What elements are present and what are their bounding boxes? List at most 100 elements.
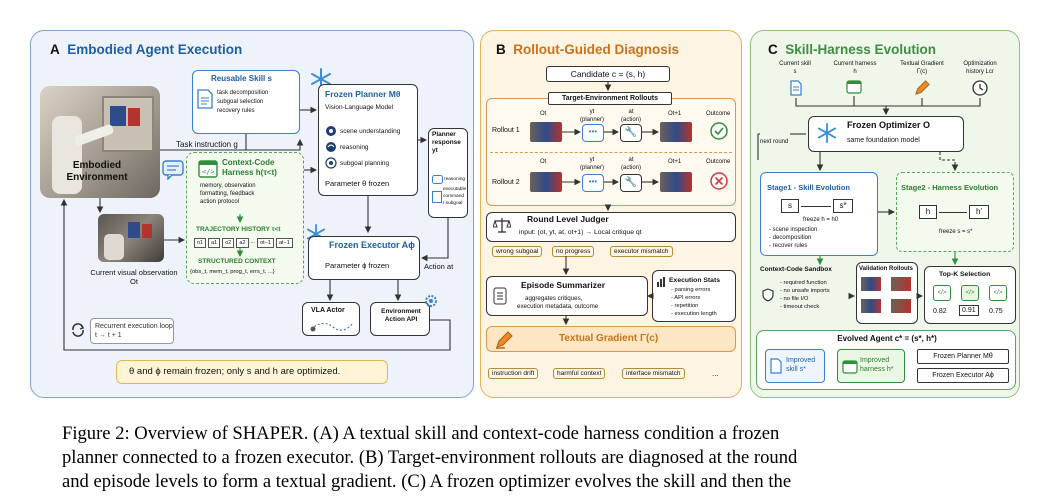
col-yt: yt(planner): [579, 157, 604, 171]
topk-candidate: </>: [933, 285, 951, 301]
history-cell: o1: [194, 238, 207, 248]
action-label: Action at: [424, 262, 454, 271]
scales-icon: [493, 218, 511, 233]
chat-icon: [432, 175, 443, 184]
structured-context-label: STRUCTURED CONTEXT: [198, 258, 276, 265]
panel-a-footer-text: θ and ϕ remain frozen; only s and h are …: [129, 366, 341, 377]
brain-icon: [326, 142, 336, 152]
code-window-icon: [842, 360, 858, 374]
candidate-box: Candidate c = (s, h): [546, 66, 670, 82]
stage1-box: Stage1 - Skill Evolution s s* freeze h =…: [760, 172, 878, 256]
gear-icon: [425, 295, 437, 307]
wrench-icon: 🔧: [620, 174, 642, 192]
frozen-optimizer-subtitle: same foundation model: [847, 137, 920, 144]
topk-candidate: </>: [989, 285, 1007, 301]
shield-icon: [762, 288, 774, 302]
harness-line: memory, observation: [200, 183, 256, 189]
panel-c-title: C Skill-Harness Evolution: [768, 42, 937, 57]
recurrent-label: Recurrent execution loop t → t + 1: [95, 323, 173, 339]
structured-context-value: {obs_t, mem_t, prog_t, errs_t, ...}: [190, 269, 275, 275]
execution-stats-box: Execution Stats - parsing errors - API e…: [652, 270, 736, 322]
textual-gradient-label: Textual Gradient Γ(c): [559, 333, 659, 344]
sandbox-line: - no file I/O: [780, 296, 809, 302]
validation-frame: [861, 299, 881, 313]
frozen-planner-subtitle: Vision-Language Model: [325, 104, 394, 111]
rollouts-title-box: Target-Environment Rollouts: [548, 92, 672, 105]
summarizer-title: Episode Summarizer: [521, 280, 606, 290]
planner-response-line: command: [443, 194, 465, 199]
eye-icon: [326, 126, 336, 136]
current-observation-label: Current visual observation Ot: [90, 268, 178, 286]
reusable-skill-title: Reusable Skill s: [211, 74, 272, 83]
history-cell: ...: [250, 239, 256, 245]
check-circle-icon: [710, 122, 728, 140]
frozen-planner-title: Frozen Planner Mθ: [325, 89, 401, 99]
frozen-executor-title: Frozen Executor Aϕ: [329, 240, 415, 250]
validation-title: Validation Rollouts: [859, 266, 914, 272]
loop-icon: [72, 323, 85, 337]
env-api-box: Environment Action API: [370, 302, 430, 336]
reusable-skill-line: recovery rules: [217, 108, 255, 114]
snowflake-icon: [817, 123, 837, 143]
stage2-title: Stage2 - Harness Evolution: [901, 183, 999, 192]
target-icon: [325, 157, 337, 169]
topk-score: 0.82: [933, 308, 947, 315]
evolved-agent-box: Evolved Agent c* = (s*, h*) Improved ski…: [756, 330, 1016, 390]
panel-a-footer: θ and ϕ remain frozen; only s and h are …: [116, 360, 388, 384]
stage1-line: - recover rules: [769, 243, 808, 249]
validation-box: Validation Rollouts: [856, 262, 918, 324]
svg-text:</>: </>: [202, 168, 215, 176]
task-instruction-label: Task instruction g: [176, 140, 238, 149]
input-label: Textual Gradient Γ(c): [900, 61, 944, 75]
judger-title: Round Level Judger: [527, 214, 609, 224]
judger-tag: executor mismatch: [610, 246, 673, 257]
reusable-skill-line: task decomposition: [217, 90, 269, 96]
document-icon: [770, 358, 782, 374]
clock-icon: [972, 80, 988, 96]
frozen-optimizer-title: Frozen Optimizer O: [847, 120, 931, 130]
evolved-executor-label: Frozen Executor Aϕ: [932, 372, 994, 379]
judger-tag: no progress: [552, 246, 595, 257]
code-window-icon: </>: [198, 160, 218, 178]
rollout-frame: [660, 122, 692, 142]
stage2-from: h: [919, 205, 937, 219]
input-label: Current harness h: [833, 61, 877, 75]
bar-chart-icon: [657, 277, 665, 287]
stage1-line: - decomposition: [769, 235, 812, 241]
panel-b-title: B Rollout-Guided Diagnosis: [496, 42, 680, 57]
rollout-frame: [660, 172, 692, 192]
planner-item: reasoning: [340, 144, 369, 151]
trajectory-history-label: TRAJECTORY HISTORY τ<t: [196, 226, 281, 233]
topk-box: Top-K Selection </> </> </> 0.82 0.91 0.…: [924, 266, 1016, 324]
sandbox-title: Context-Code Sandbox: [760, 266, 832, 273]
sandbox-box: Context-Code Sandbox - required function…: [758, 266, 852, 326]
topk-score: 0.75: [989, 308, 1003, 315]
vla-actor-label: VLA Actor: [311, 307, 345, 314]
document-icon: [790, 80, 802, 96]
col-outcome: Outcome: [706, 159, 731, 165]
caption-line: and episode levels to form a textual gra…: [62, 471, 792, 492]
history-cell: a2: [236, 238, 249, 248]
execution-stats-line: - execution length: [671, 311, 717, 317]
planner-response-title: Planner response yt: [432, 131, 461, 154]
summarizer-line: aggregates critiques,: [525, 295, 583, 302]
textual-gradient-box: Textual Gradient Γ(c): [486, 326, 736, 352]
col-at: at(action): [620, 109, 641, 123]
execution-stats-line: - parsing errors: [671, 287, 711, 293]
stage1-to: s*: [833, 199, 853, 213]
summarizer-line: execution metadata, outcome: [517, 303, 599, 310]
gradient-tag: instruction drift: [488, 368, 539, 379]
col-outcome: Outcome: [706, 111, 731, 117]
panel-a-title: A Embodied Agent Execution: [50, 42, 243, 57]
gradient-tag: ...: [712, 369, 719, 378]
planner-item: scene understanding: [340, 128, 401, 135]
frozen-executor-box: Frozen Executor Aϕ Parameter ϕ frozen: [308, 236, 420, 280]
document-icon: [197, 89, 213, 109]
execution-stats-title: Execution Stats: [669, 277, 720, 284]
input-label: Optimization history Lcr: [963, 61, 997, 75]
sandbox-line: - timeout check: [780, 304, 820, 310]
x-circle-icon: [710, 172, 728, 190]
history-cell: at−1: [275, 238, 293, 248]
planner-response-line: reasoning: [444, 177, 466, 182]
rollout-frame: [530, 172, 562, 192]
